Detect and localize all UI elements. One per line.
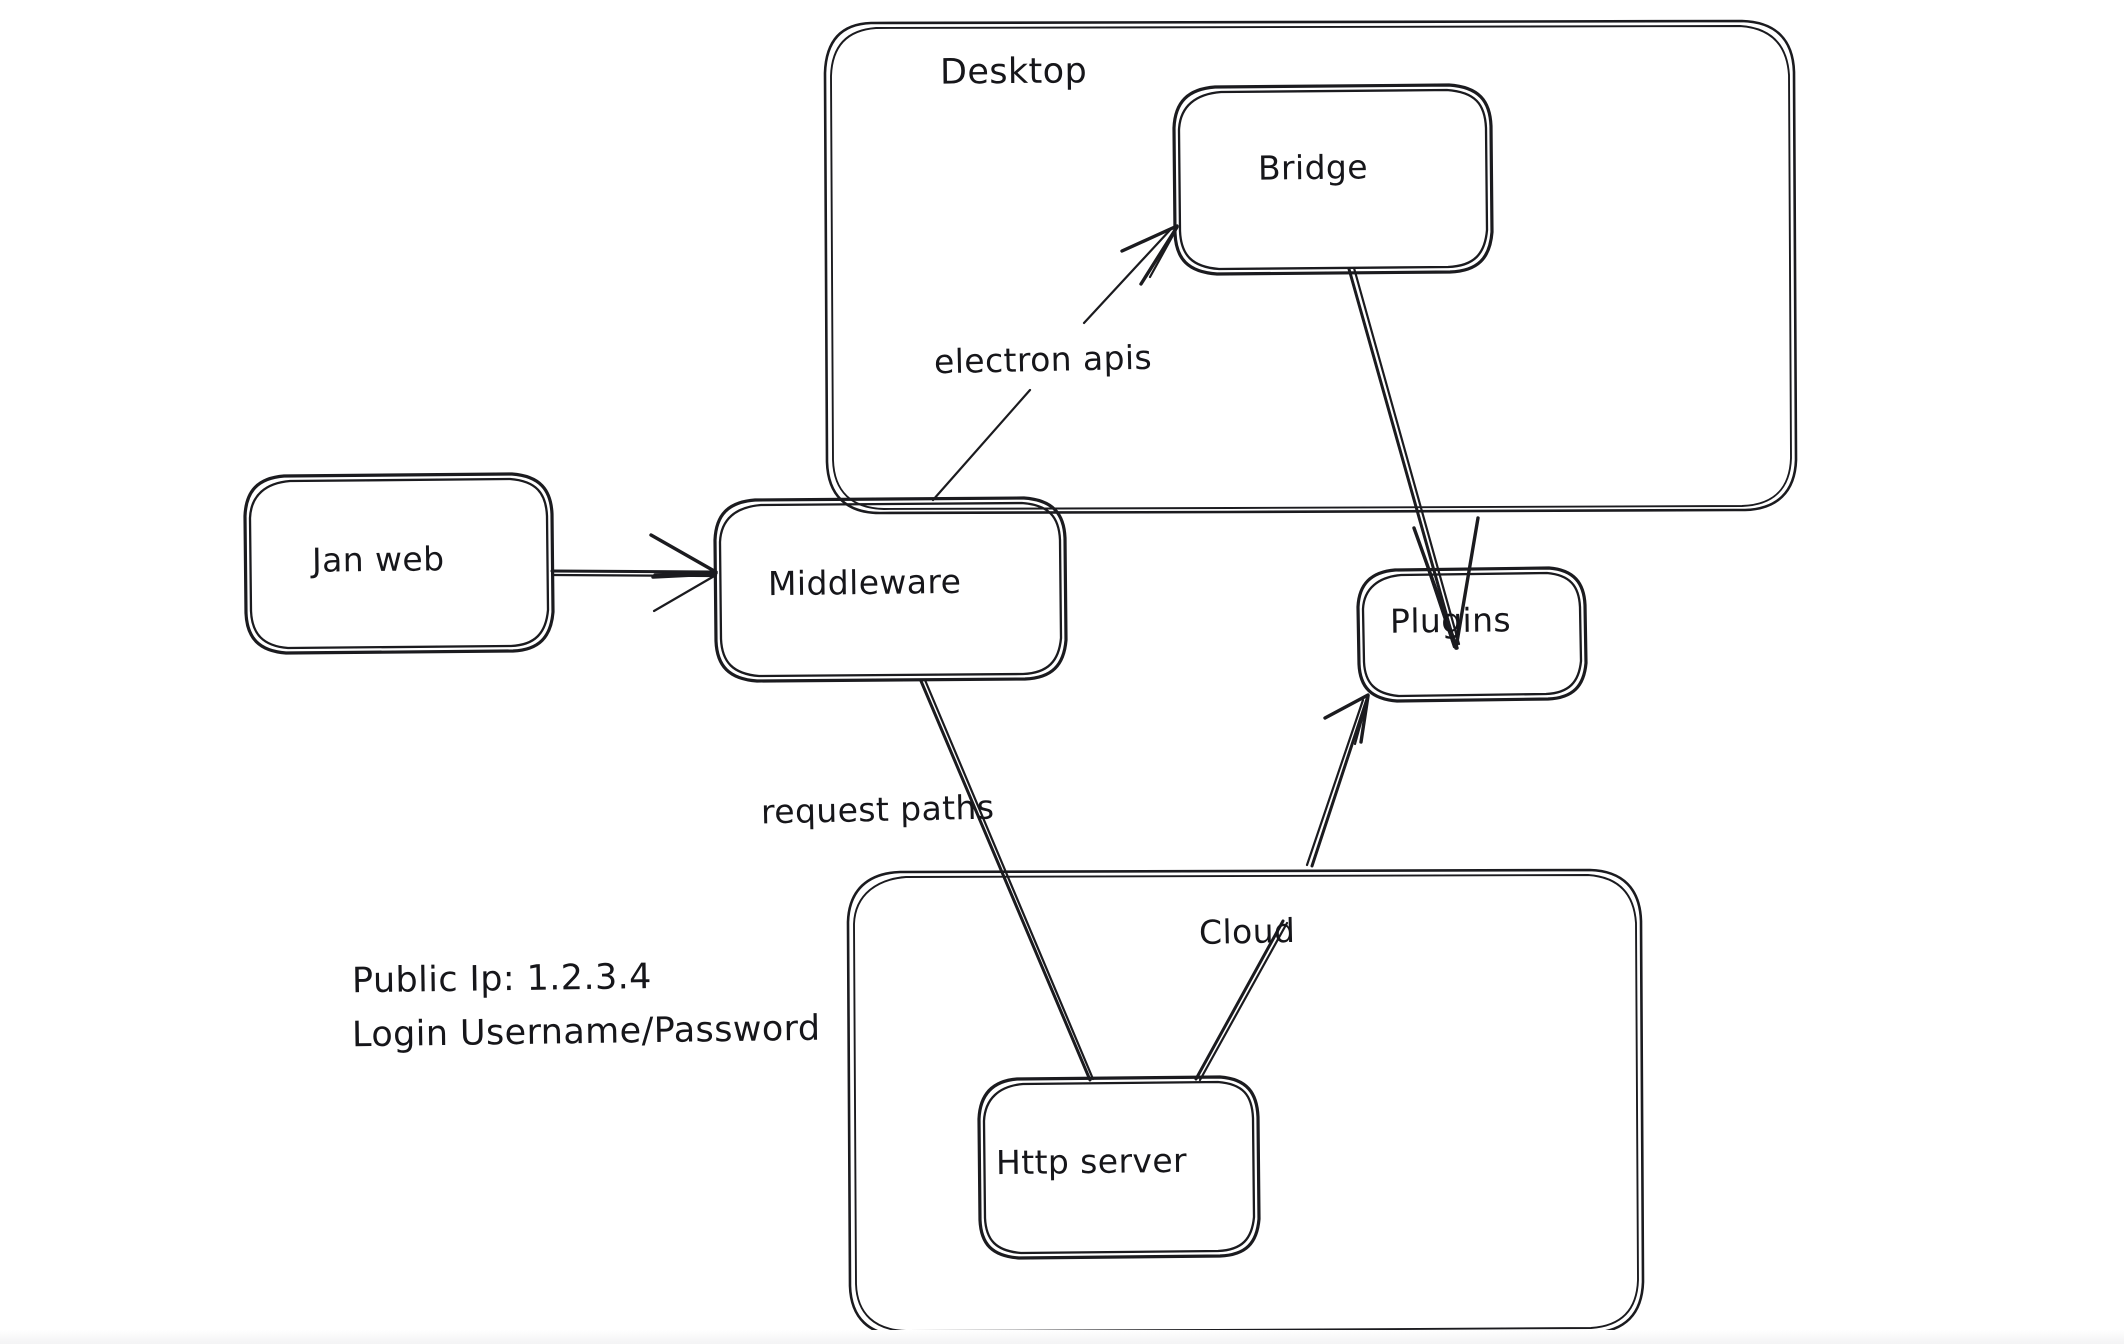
edge-label-request-paths: request paths (760, 787, 995, 832)
note-public-ip: Public Ip: 1.2.3.4 (351, 957, 653, 1002)
group-desktop-outline (823, 19, 1798, 515)
node-label-plugins[interactable]: Plugins (1389, 600, 1512, 641)
edge-bridge-to-plugins (1347, 266, 1480, 650)
node-label-http-server[interactable]: Http server (995, 1140, 1188, 1183)
bottom-edge-strip (0, 1330, 2124, 1344)
edge-middleware-to-httpserver (919, 678, 1095, 1082)
node-middleware-outline (713, 496, 1068, 683)
edge-middleware-to-bridge (931, 224, 1179, 502)
node-bridge-outline (1172, 83, 1494, 276)
node-jan-web-outline (243, 472, 555, 655)
edge-janweb-to-middleware (550, 533, 718, 613)
node-label-bridge[interactable]: Bridge (1257, 147, 1369, 188)
node-label-jan-web[interactable]: Jan web (311, 539, 445, 580)
edge-httpserver-to-plugins (1194, 693, 1370, 1082)
node-plugins-outline (1356, 566, 1588, 703)
node-label-middleware[interactable]: Middleware (767, 561, 962, 604)
note-login: Login Username/Password (351, 1008, 821, 1056)
note-block: Public Ip: 1.2.3.4 Login Username/Passwo… (351, 957, 821, 1066)
edge-label-electron-apis: electron apis (933, 337, 1153, 382)
group-label-cloud: Cloud (1198, 910, 1296, 953)
node-http-server-outline (977, 1075, 1261, 1260)
group-label-desktop: Desktop (939, 51, 1088, 93)
